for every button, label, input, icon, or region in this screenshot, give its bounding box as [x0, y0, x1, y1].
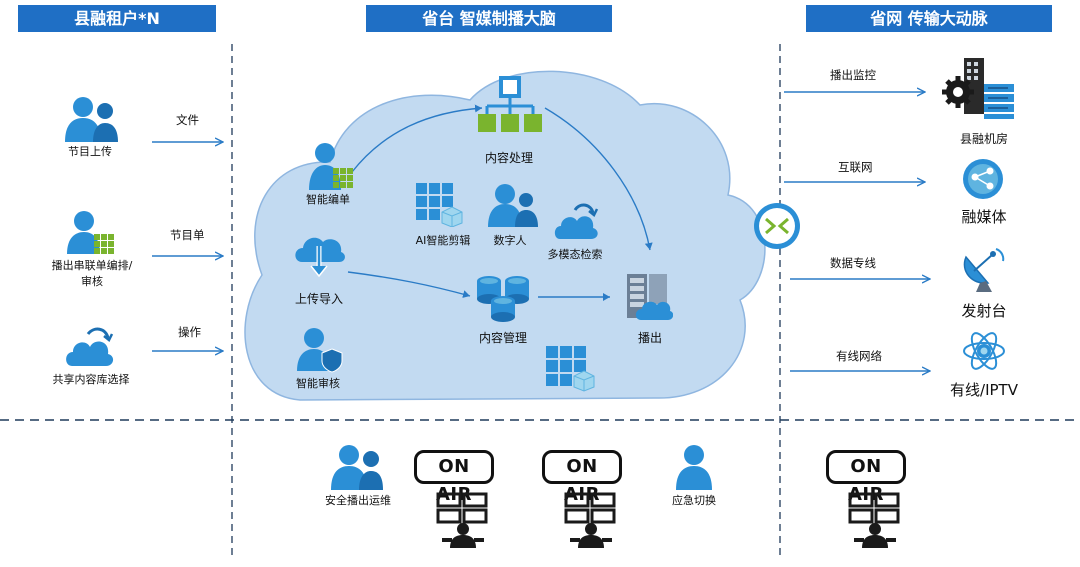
left-label-schedule-line1: 播出串联单编排/: [51, 259, 133, 272]
right-header: 省网 传输大动脉: [806, 5, 1052, 32]
server-cloud-icon: [627, 274, 673, 320]
left-label-shared-library: 共享内容库选择: [52, 373, 130, 386]
left-header: 县融租户*N: [18, 5, 216, 32]
grid-cube-icon: [416, 183, 463, 227]
operator-desk-icon: [848, 492, 900, 548]
right-label-county-room: 县融机房: [959, 132, 1008, 146]
flow-process-to-broadcast: [544, 107, 653, 251]
node-multimodal-search: 多模态检索: [547, 248, 603, 261]
node-smart-edit: 智能编单: [306, 193, 350, 206]
left-arrow-label-operation: 操作: [178, 325, 201, 339]
bottom-label-emergency-switch: 应急切换: [672, 494, 716, 507]
right-label-media: 融媒体: [961, 208, 1007, 226]
cloud-upload-icon: [554, 203, 599, 239]
connector-icon: [754, 203, 800, 249]
database-icon: [477, 276, 529, 322]
node-upload-import: 上传导入: [294, 292, 343, 306]
right-arrow-label-internet: 互联网: [838, 160, 873, 174]
right-label-cable-iptv: 有线/IPTV: [950, 381, 1018, 399]
person-pair-icon: [488, 184, 538, 227]
right-label-transmitter: 发射台: [961, 302, 1007, 320]
node-broadcast: 播出: [637, 331, 662, 345]
person-pair-icon: [65, 97, 118, 142]
right-arrow-label-dedicated-line: 数据专线: [830, 256, 876, 270]
operator-desk-icon: [564, 492, 616, 548]
building-gear-icon: [942, 58, 1014, 119]
left-label-schedule-line2: 审核: [81, 275, 103, 288]
node-ai-cut: AI智能剪辑: [415, 234, 471, 247]
left-label-upload: 节目上传: [68, 145, 112, 158]
right-arrow-label-cable: 有线网络: [836, 349, 882, 363]
person-icon: [676, 445, 712, 490]
cloud-arrow-icon: [295, 237, 345, 278]
hierarchy-icon: [478, 76, 542, 132]
flow-upload-to-manage: [347, 271, 471, 299]
onair-badge: ON AIR: [542, 450, 622, 505]
flow-edit-to-process: [351, 104, 483, 173]
person-pair-icon: [331, 445, 383, 490]
network-globe-icon: [963, 159, 1003, 199]
person-grid-icon: [67, 211, 114, 254]
onair-badge: ON AIR: [826, 450, 906, 505]
center-header: 省台 智媒制播大脑: [366, 5, 612, 32]
person-shield-icon: [297, 328, 343, 373]
bottom-label-ops: 安全播出运维: [325, 494, 391, 507]
onair-badge: ON AIR: [414, 450, 494, 505]
person-grid-icon: [309, 143, 353, 190]
atom-icon: [963, 332, 1005, 370]
node-content-process: 内容处理: [484, 151, 533, 165]
left-arrow-label-playlist: 节目单: [170, 228, 205, 242]
node-digital-human: 数字人: [493, 234, 527, 247]
node-content-manage: 内容管理: [478, 331, 527, 345]
operator-desk-icon: [436, 492, 488, 548]
left-arrow-label-file: 文件: [176, 113, 199, 127]
grid-cube-icon: [546, 346, 595, 392]
cloud-upload-icon: [66, 327, 114, 366]
satellite-dish-icon: [963, 248, 1005, 292]
right-arrow-label-monitor: 播出监控: [830, 68, 876, 82]
node-smart-review: 智能审核: [296, 377, 340, 390]
